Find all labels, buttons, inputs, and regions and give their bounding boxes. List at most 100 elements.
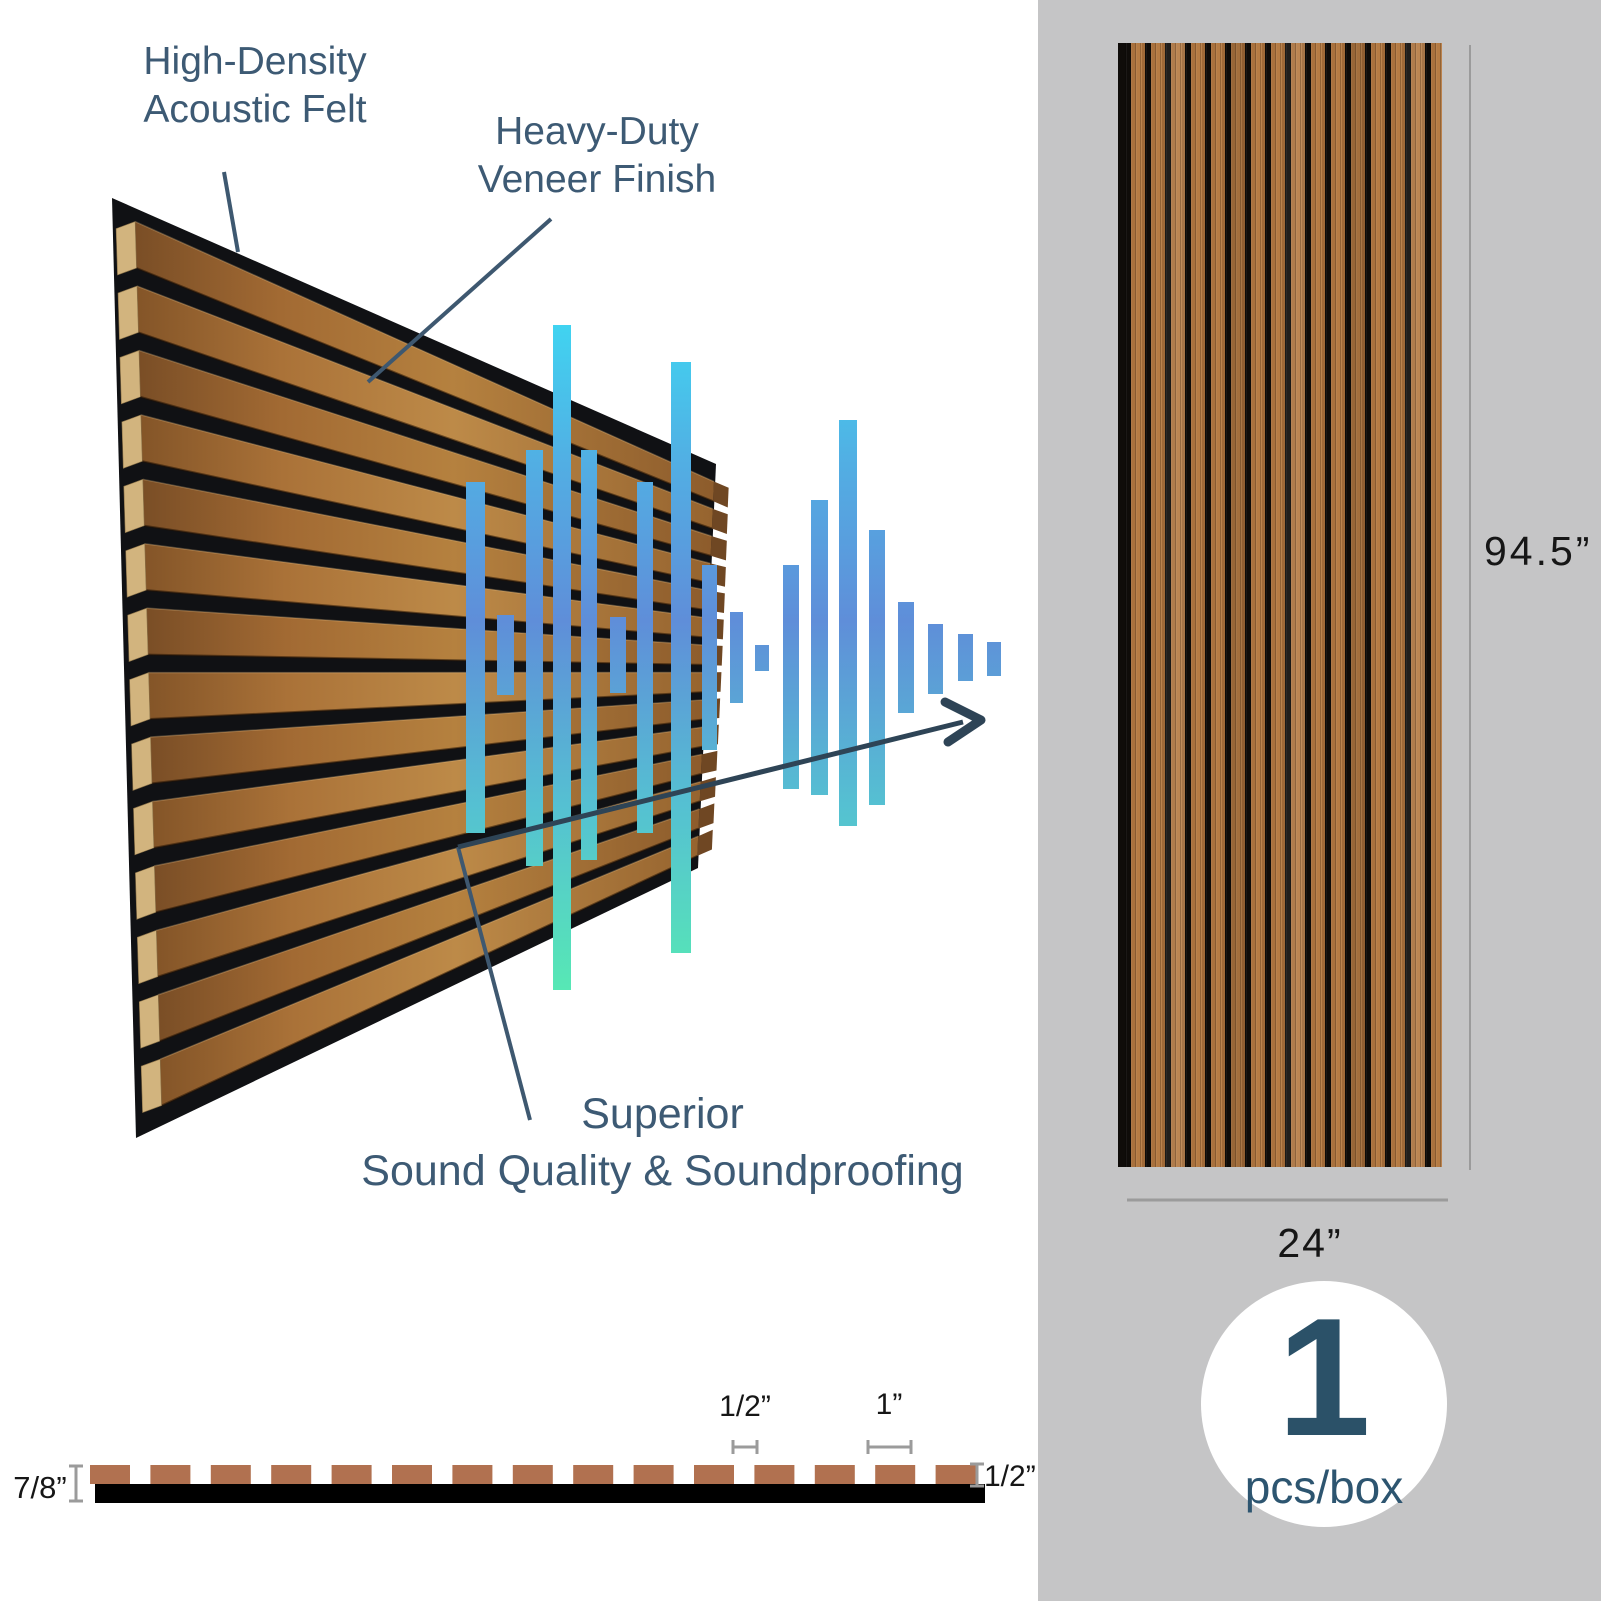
label-sound-quality-line2: Sound Quality & Soundproofing bbox=[361, 1146, 964, 1195]
panel-slat-highlight bbox=[136, 285, 713, 510]
panel-slat-shadow bbox=[157, 800, 701, 978]
panel-edge-core bbox=[125, 543, 147, 598]
sound-wave-bar bbox=[987, 642, 1001, 676]
panel-slat-end bbox=[713, 481, 729, 508]
panel-slat-shadow bbox=[153, 745, 703, 849]
panel-edge-core bbox=[133, 801, 155, 856]
label-veneer-finish-line1: Heavy-Duty bbox=[495, 110, 699, 153]
panel-slat-highlight bbox=[140, 414, 711, 565]
sound-wave-bar bbox=[581, 450, 597, 860]
cross-section-slat bbox=[512, 1465, 553, 1484]
dimension-thickness: 7/8” bbox=[13, 1470, 67, 1505]
label-veneer-finish: Heavy-Duty Veneer Finish bbox=[437, 108, 757, 203]
panel-slat-highlight bbox=[154, 753, 702, 867]
cross-section-slat bbox=[935, 1465, 976, 1484]
cross-section-slat bbox=[633, 1465, 674, 1484]
panel-slat-shadow bbox=[151, 718, 704, 785]
sound-wave-bar bbox=[610, 617, 626, 693]
sound-wave-bar bbox=[637, 482, 653, 833]
cross-section-slat bbox=[875, 1465, 916, 1484]
panel-slat-highlight bbox=[152, 726, 704, 803]
label-acoustic-felt: High-Density Acoustic Felt bbox=[95, 38, 415, 133]
panel-slat-end bbox=[699, 777, 716, 802]
panel-slat-shadow bbox=[136, 267, 714, 503]
dimension-panel-width: 24” bbox=[1277, 1220, 1343, 1266]
panel-slat-highlight bbox=[138, 349, 712, 537]
sound-wave-bar bbox=[928, 624, 943, 694]
panel-edge-core bbox=[121, 414, 143, 469]
panel-slat-shadow bbox=[142, 460, 710, 585]
cross-section-slat bbox=[573, 1465, 614, 1484]
cross-section-slat bbox=[754, 1465, 795, 1484]
panel-slat-shadow bbox=[155, 773, 702, 914]
panel-slat-highlight bbox=[159, 835, 699, 1060]
box-unit: pcs/box bbox=[1244, 1461, 1404, 1514]
dimension-slat-width: 1” bbox=[875, 1388, 903, 1421]
panel-slat-shadow bbox=[138, 331, 713, 530]
dimension-panel-height: 94.5” bbox=[1484, 528, 1593, 574]
panel-edge-core bbox=[137, 929, 159, 985]
panel-front-view bbox=[1118, 43, 1442, 1167]
cross-section-slat bbox=[210, 1465, 251, 1484]
sound-direction-arrow-line bbox=[457, 719, 964, 850]
cross-section-slat bbox=[150, 1465, 191, 1484]
cross-section-slat bbox=[694, 1465, 734, 1484]
sound-wave-bar bbox=[811, 500, 828, 795]
pcs-per-box-badge: 1 pcs/box bbox=[1201, 1281, 1447, 1527]
panel-edge-core bbox=[117, 285, 139, 340]
sound-wave-bar bbox=[898, 602, 914, 713]
box-count: 1 bbox=[1277, 1282, 1371, 1471]
panel-slat-highlight bbox=[156, 780, 701, 932]
cross-section-slat bbox=[814, 1465, 855, 1484]
annotation-line-felt bbox=[222, 171, 240, 253]
sound-wave-bar bbox=[553, 325, 571, 990]
panel-edge-core bbox=[115, 221, 137, 276]
cross-section-slat bbox=[90, 1465, 130, 1484]
annotation-line-veneer bbox=[366, 217, 553, 384]
panel-edge-core bbox=[131, 736, 153, 791]
sound-wave-bar bbox=[497, 615, 514, 695]
panel-slat-highlight bbox=[134, 220, 715, 483]
sound-wave-bar bbox=[671, 362, 691, 953]
annotation-line-superior bbox=[456, 846, 532, 1121]
sound-wave-bar bbox=[730, 612, 743, 703]
sound-wave-bar bbox=[783, 565, 799, 789]
panel-slat-highlight bbox=[158, 808, 700, 996]
cross-section-slat bbox=[452, 1465, 493, 1484]
panel-slat-shadow bbox=[144, 524, 709, 612]
sound-wave-bar bbox=[466, 482, 485, 833]
panel-slat-end bbox=[697, 829, 713, 856]
sound-direction-arrow-head bbox=[940, 697, 986, 747]
panel-slat-shadow bbox=[149, 691, 705, 720]
sound-wave-bar bbox=[526, 450, 543, 866]
panel-slat-highlight bbox=[150, 699, 705, 738]
panel-edge-core bbox=[119, 350, 141, 405]
panel-edge-core bbox=[138, 994, 160, 1049]
panel-slat-highlight bbox=[142, 478, 710, 592]
sound-wave-bar bbox=[755, 645, 769, 671]
panel-slat-end bbox=[700, 750, 718, 775]
panel-slat-end bbox=[698, 803, 715, 829]
panel-slat-end bbox=[711, 508, 728, 534]
cross-section-felt-base bbox=[95, 1484, 985, 1503]
panel-edge-core bbox=[135, 865, 157, 920]
cross-section-slat bbox=[392, 1465, 432, 1484]
label-acoustic-felt-line1: High-Density bbox=[143, 40, 367, 83]
panel-slat-end bbox=[710, 536, 727, 561]
label-sound-quality-line1: Superior bbox=[581, 1090, 744, 1138]
label-veneer-finish-line2: Veneer Finish bbox=[477, 157, 717, 201]
sound-wave-bar bbox=[839, 420, 857, 826]
dimension-gap: 1/2” bbox=[719, 1390, 771, 1423]
panel-edge-core bbox=[127, 607, 149, 662]
cross-section-slat bbox=[331, 1465, 372, 1484]
panel-slat-shadow bbox=[161, 854, 698, 1107]
sound-wave-bar bbox=[869, 530, 885, 805]
sound-wave-bar bbox=[958, 634, 973, 681]
label-sound-quality: Superior Sound Quality & Soundproofing bbox=[290, 1086, 1035, 1200]
panel-edge-core bbox=[123, 478, 145, 534]
panel-slat-shadow bbox=[159, 827, 699, 1043]
label-acoustic-felt-line2: Acoustic Felt bbox=[143, 87, 367, 131]
cross-section-slat bbox=[271, 1465, 312, 1484]
